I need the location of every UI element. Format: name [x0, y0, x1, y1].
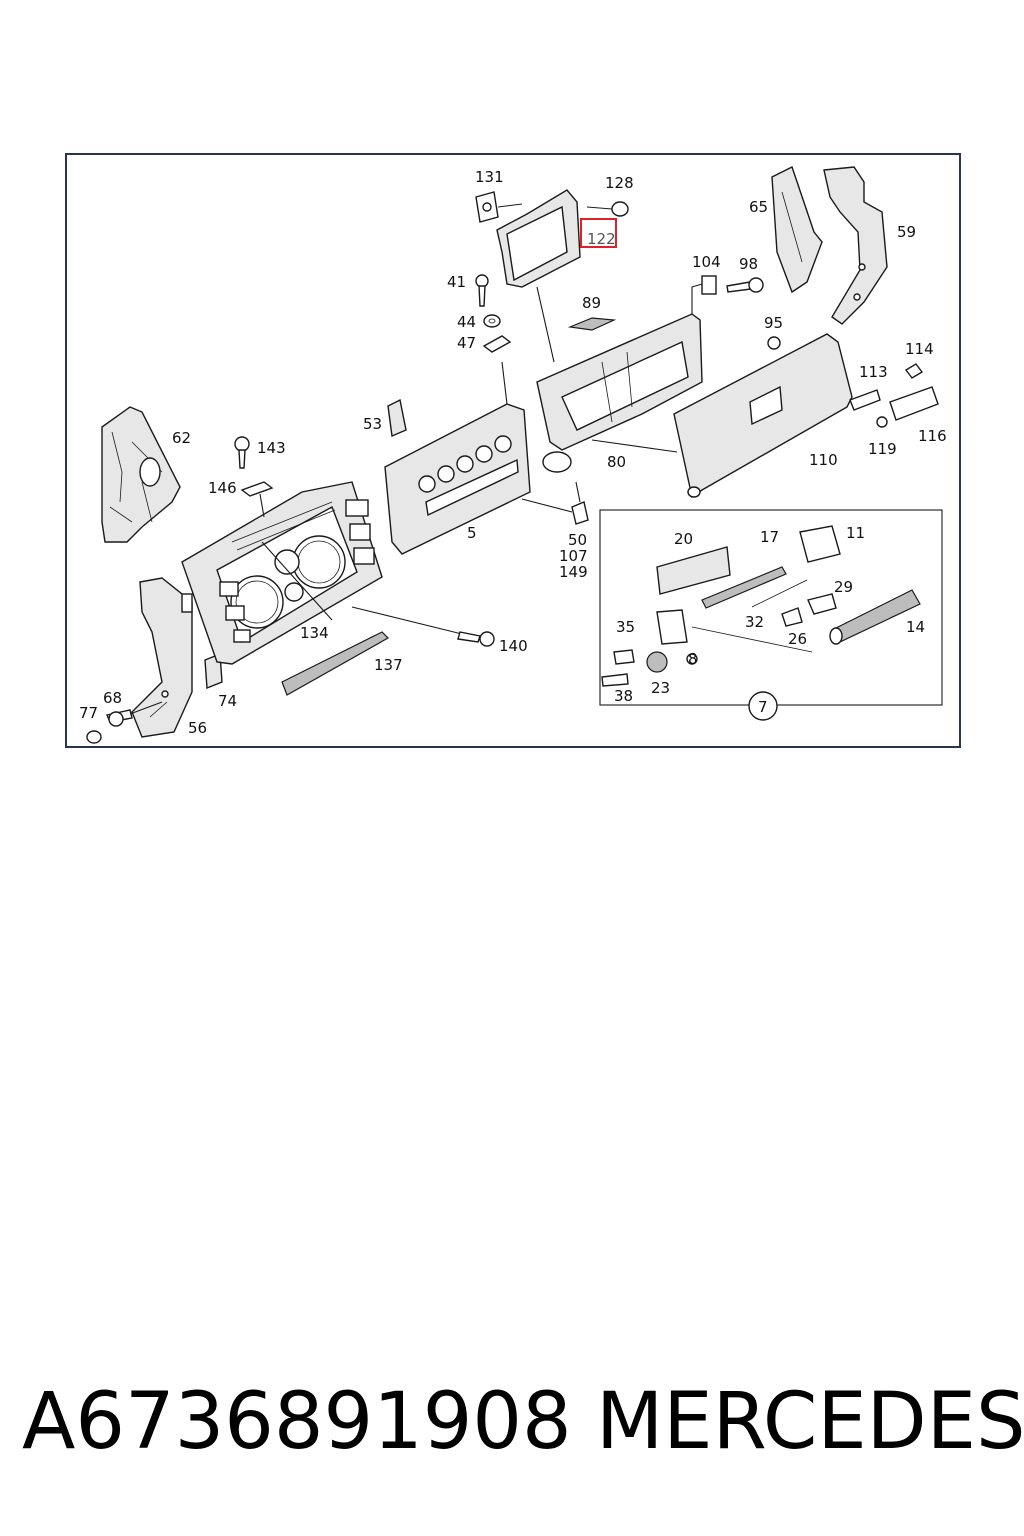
- label-119: 119: [868, 440, 897, 458]
- part-140-screw: [351, 606, 495, 647]
- part-137-trim-strip: [281, 631, 389, 696]
- label-32: 32: [745, 613, 764, 631]
- part-119-spring: [876, 416, 888, 428]
- label-59: 59: [897, 223, 916, 241]
- part-5-center-bezel: [384, 361, 531, 555]
- label-110: 110: [809, 451, 838, 469]
- label-128: 128: [605, 174, 634, 192]
- part-143-screw: [234, 436, 250, 469]
- label-114: 114: [905, 340, 934, 358]
- label-80: 80: [607, 453, 626, 471]
- part-89-pad: [567, 317, 617, 331]
- label-107: 107: [559, 547, 588, 565]
- label-137: 137: [374, 656, 403, 674]
- label-134: 134: [300, 624, 329, 642]
- part-44-washer: [483, 314, 501, 328]
- label-149: 149: [559, 563, 588, 581]
- label-47: 47: [457, 334, 476, 352]
- label-77: 77: [79, 704, 98, 722]
- label-122: 122: [587, 230, 616, 248]
- part-47-clip: [482, 335, 512, 353]
- part-50-clip: [521, 481, 589, 525]
- label-104: 104: [692, 253, 721, 271]
- label-26: 26: [788, 630, 807, 648]
- label-53: 53: [363, 415, 382, 433]
- label-23: 23: [651, 679, 670, 697]
- part-caption: A6736891908 MERCEDES: [0, 1372, 1024, 1472]
- part-56-lower-panel: [131, 577, 193, 738]
- part-98-screw: [726, 277, 764, 293]
- part-65-side-cover: [771, 166, 823, 294]
- label-56: 56: [188, 719, 207, 737]
- part-59-side-trim: [823, 166, 888, 325]
- label-5: 5: [467, 524, 477, 542]
- label-62: 62: [172, 429, 191, 447]
- part-number-text: A6736891908: [22, 1377, 572, 1467]
- label-65: 65: [749, 198, 768, 216]
- label-35: 35: [616, 618, 635, 636]
- inset-7-latch-assembly: [599, 509, 943, 721]
- label-116: 116: [918, 427, 947, 445]
- part-146-clip: [240, 481, 274, 518]
- highlight-box-122: [580, 218, 617, 248]
- label-113: 113: [859, 363, 888, 381]
- label-7: 7: [758, 698, 768, 716]
- part-80-glovebox-frame: [536, 283, 703, 473]
- label-95: 95: [764, 314, 783, 332]
- part-116-plate: [889, 386, 939, 421]
- part-62-side-bracket: [101, 406, 181, 543]
- label-11: 11: [846, 524, 865, 542]
- part-128-plug: [586, 201, 629, 217]
- label-143: 143: [257, 439, 286, 457]
- label-140: 140: [499, 637, 528, 655]
- label-17: 17: [760, 528, 779, 546]
- callout-labels: 131 128 122 65 59 41 44 47 104 98 89 95 …: [79, 168, 947, 737]
- part-104-nut: [701, 275, 717, 295]
- label-20: 20: [674, 530, 693, 548]
- label-38: 38: [614, 687, 633, 705]
- label-68: 68: [103, 689, 122, 707]
- part-114-pin: [904, 363, 924, 379]
- part-41-screw: [475, 274, 489, 307]
- part-113-latch: [849, 389, 881, 411]
- label-89: 89: [582, 294, 601, 312]
- label-98: 98: [739, 255, 758, 273]
- label-29: 29: [834, 578, 853, 596]
- label-44: 44: [457, 313, 476, 331]
- part-77-cap: [86, 730, 102, 744]
- label-146: 146: [208, 479, 237, 497]
- part-122-glovebox-bracket: [496, 189, 581, 363]
- label-50: 50: [568, 531, 587, 549]
- label-8: 8: [688, 650, 698, 668]
- part-110-glovebox-lid: [673, 333, 853, 499]
- label-131: 131: [475, 168, 504, 186]
- label-41: 41: [447, 273, 466, 291]
- label-14: 14: [906, 618, 925, 636]
- part-131-clip: [475, 191, 523, 223]
- exploded-parts-diagram: 131 128 122 65 59 41 44 47 104 98 89 95 …: [65, 153, 961, 748]
- part-53-knob: [387, 398, 407, 438]
- part-68-screw: [106, 701, 163, 727]
- part-95-bumper: [767, 336, 781, 350]
- label-74: 74: [218, 692, 237, 710]
- part-134-instrument-panel: [181, 481, 383, 665]
- brand-name-text: MERCEDES: [596, 1377, 1024, 1467]
